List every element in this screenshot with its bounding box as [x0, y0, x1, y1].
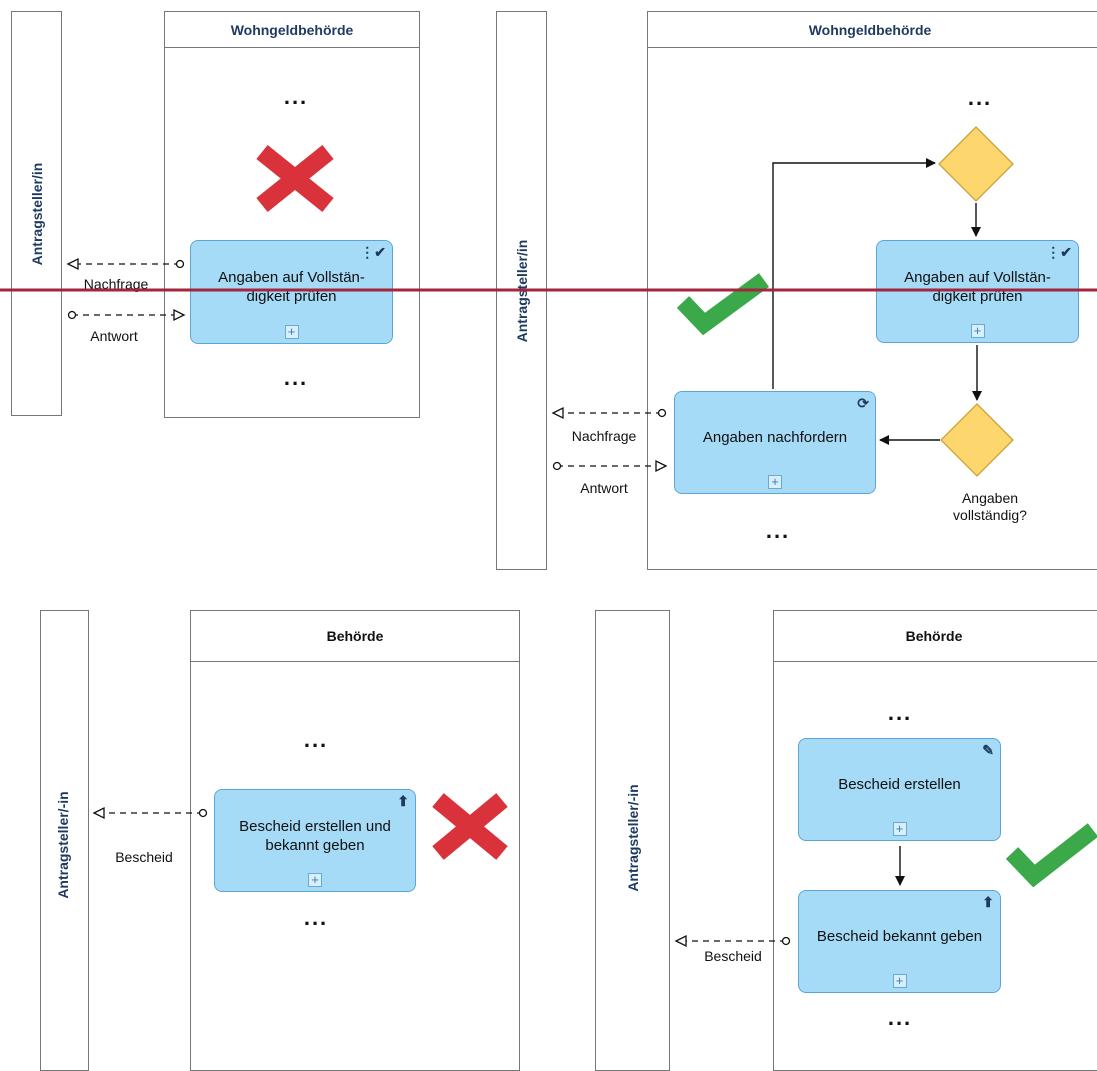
checklist-icon: ⋮✔: [1046, 244, 1072, 260]
pool-title-tl: Wohngeldbehörde: [164, 11, 420, 48]
message-label-notice-br: Bescheid: [704, 948, 762, 964]
checklist-icon: ⋮✔: [360, 244, 386, 260]
task-label: Bescheid bekannt geben: [816, 928, 983, 945]
loop-icon: ⟳: [857, 395, 869, 411]
upload-icon: ⬆: [397, 793, 409, 809]
ellipsis-bottom-br: ...: [887, 1005, 913, 1030]
ellipsis-bottom-tr: ...: [765, 518, 791, 543]
task-label: Angaben auf Vollstän-digkeit prüfen: [904, 268, 1051, 305]
task-check-completeness-tr[interactable]: ⋮✔ Angaben auf Vollstän-digkeit prüfen +: [876, 240, 1079, 343]
task-label: Bescheid erstellen: [838, 776, 961, 793]
pool-title-tr: Wohngeldbehörde: [647, 11, 1097, 48]
pool-title-br: Behörde: [773, 610, 1097, 662]
pool-label-applicant-br: Antragsteller/-in: [625, 784, 641, 892]
pool-title-bl: Behörde: [190, 610, 520, 662]
task-create-and-send-notice-bl[interactable]: ⬆ Bescheid erstellen und bekannt geben +: [214, 789, 416, 892]
message-label-answer-tr: Antwort: [580, 480, 628, 496]
pool-label-applicant-bl: Antragsteller/-in: [55, 791, 71, 899]
pool-authority-tl: [164, 11, 420, 418]
expand-icon[interactable]: +: [308, 873, 322, 887]
gateway-label-tr: Angaben vollständig?: [953, 490, 1027, 523]
expand-icon[interactable]: +: [892, 974, 907, 988]
ellipsis-top-bl: ...: [303, 727, 329, 752]
task-label: Angaben nachfordern: [702, 429, 848, 446]
ellipsis-bottom-bl: ...: [303, 905, 329, 930]
ellipsis-top-br: ...: [887, 700, 913, 725]
message-label-answer-tl: Antwort: [90, 328, 138, 344]
upload-icon: ⬆: [982, 894, 994, 910]
pencil-icon: ✎: [982, 742, 994, 758]
ellipsis-bottom-tl: ...: [283, 365, 309, 390]
expand-icon[interactable]: +: [768, 475, 782, 489]
ellipsis-top-tr: ...: [967, 85, 993, 110]
task-check-completeness-tl[interactable]: ⋮✔ Angaben auf Vollstän-digkeit prüfen +: [190, 240, 393, 344]
expand-icon[interactable]: +: [892, 822, 907, 836]
pool-label-applicant-tl: Antragsteller/in: [29, 162, 45, 266]
participant-pool-applicant-bl: [40, 610, 89, 1071]
message-label-inquiry-tl: Nachfrage: [83, 276, 149, 292]
task-request-data-tr[interactable]: ⟳ Angaben nachfordern +: [674, 391, 876, 494]
expand-icon[interactable]: +: [970, 324, 985, 338]
task-label: Bescheid erstellen und bekannt geben: [239, 817, 391, 854]
task-label: Angaben auf Vollstän-digkeit prüfen: [218, 269, 365, 305]
ellipsis-top-tl: ...: [283, 84, 309, 109]
task-send-notice-br[interactable]: ⬆ Bescheid bekannt geben +: [798, 890, 1001, 993]
participant-pool-applicant-br: [595, 610, 670, 1071]
task-create-notice-br[interactable]: ✎ Bescheid erstellen +: [798, 738, 1001, 841]
participant-pool-applicant-tl: [11, 11, 62, 416]
message-label-notice-bl: Bescheid: [115, 849, 173, 865]
expand-icon[interactable]: +: [284, 325, 299, 339]
message-label-inquiry-tr: Nachfrage: [571, 428, 637, 444]
pool-label-applicant-tr: Antragsteller/in: [514, 239, 530, 343]
